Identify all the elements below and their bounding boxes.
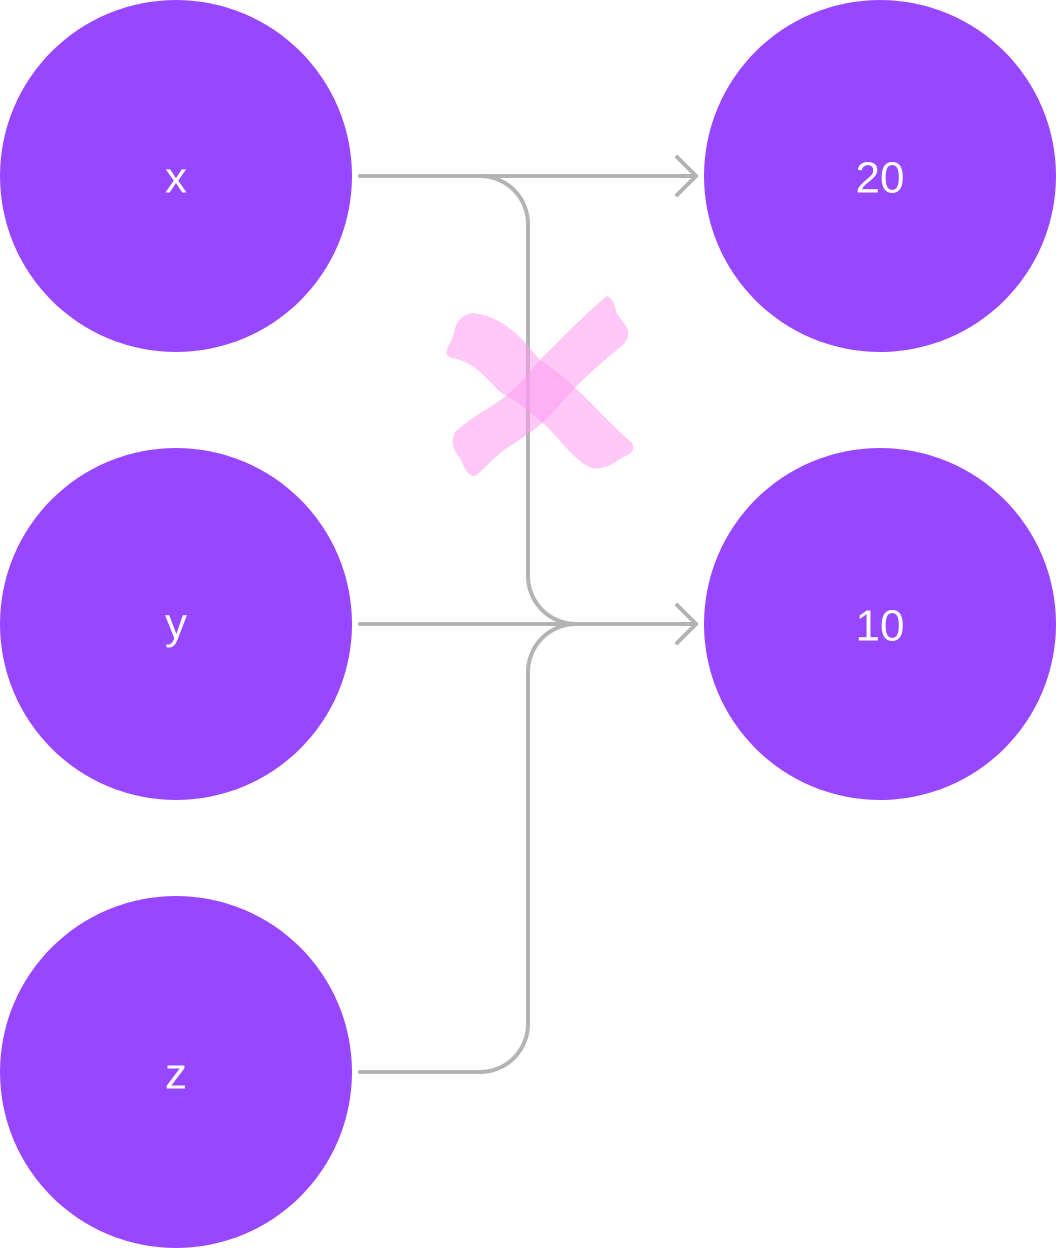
arrowhead-20 bbox=[675, 155, 698, 197]
node-x-label: x bbox=[165, 154, 187, 203]
x-mark-icon bbox=[446, 296, 634, 476]
node-z-label: z bbox=[165, 1050, 187, 1099]
node-x-circle bbox=[0, 0, 352, 352]
edge-z-to-10 bbox=[358, 622, 698, 1074]
node-x: x bbox=[0, 0, 352, 352]
node-y: y bbox=[0, 448, 352, 800]
node-20-label: 20 bbox=[856, 154, 905, 203]
node-20-circle bbox=[704, 0, 1056, 352]
node-y-circle bbox=[0, 448, 352, 800]
node-10: 10 bbox=[704, 448, 1056, 800]
node-20: 20 bbox=[704, 0, 1056, 352]
node-10-circle bbox=[704, 448, 1056, 800]
node-10-label: 10 bbox=[856, 602, 905, 651]
node-z-circle bbox=[0, 896, 352, 1248]
arrowhead-10 bbox=[675, 603, 698, 645]
edges bbox=[358, 155, 698, 1074]
node-z: z bbox=[0, 896, 352, 1248]
node-y-label: y bbox=[165, 600, 187, 649]
